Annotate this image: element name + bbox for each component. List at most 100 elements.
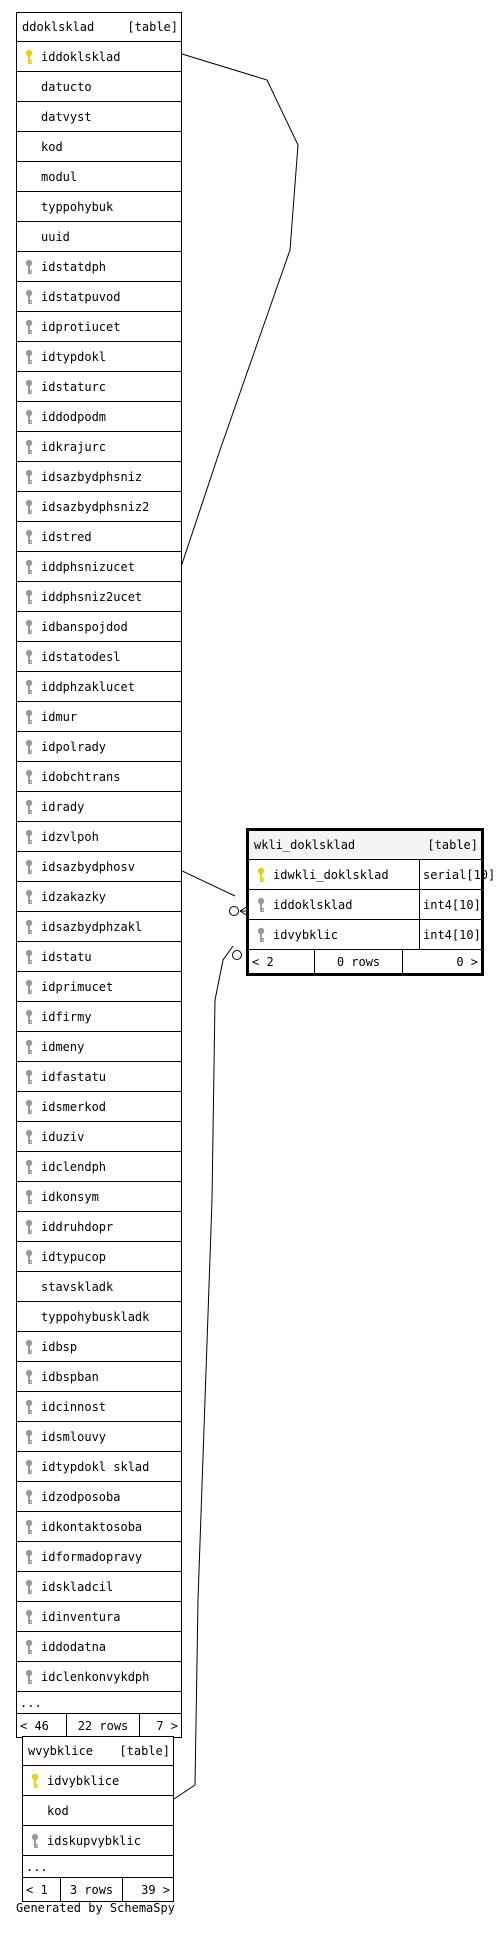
foreign-key-icon xyxy=(17,1542,41,1571)
column-row[interactable]: idsazbydphsniz xyxy=(17,462,181,492)
table-header[interactable]: wvybklice [table] xyxy=(23,1737,173,1766)
foreign-key-icon xyxy=(17,1182,41,1211)
column-row[interactable]: uuid xyxy=(17,222,181,252)
column-spacer xyxy=(17,222,41,251)
column-row[interactable]: idclenkonvykdph xyxy=(17,1662,181,1692)
foreign-key-icon xyxy=(17,672,41,701)
foreign-key-icon xyxy=(17,492,41,521)
table-footer: < 46 22 rows 7 > xyxy=(17,1714,181,1737)
column-name: idfastatu xyxy=(41,1069,107,1084)
column-row[interactable]: idclendph xyxy=(17,1152,181,1182)
children-count[interactable]: 0 > xyxy=(456,954,478,969)
column-row[interactable]: idinventura xyxy=(17,1602,181,1632)
column-row[interactable]: idtypdokl xyxy=(17,342,181,372)
column-row[interactable]: idbspban xyxy=(17,1362,181,1392)
foreign-key-icon xyxy=(17,1452,41,1481)
column-name: idfirmy xyxy=(41,1009,92,1024)
column-row[interactable]: iddphzaklucet xyxy=(17,672,181,702)
parents-count[interactable]: < 2 xyxy=(249,950,315,973)
column-row[interactable]: idstatu xyxy=(17,942,181,972)
foreign-key-icon xyxy=(17,282,41,311)
column-row[interactable]: idkontaktosoba xyxy=(17,1512,181,1542)
column-row[interactable]: idsazbydphzakl xyxy=(17,912,181,942)
column-row[interactable]: idprimucet xyxy=(17,972,181,1002)
column-row[interactable]: idtypucop xyxy=(17,1242,181,1272)
column-row[interactable]: datucto xyxy=(17,72,181,102)
table-header[interactable]: wkli_doklsklad [table] xyxy=(249,831,481,860)
column-row[interactable]: iddphsniz2ucet xyxy=(17,582,181,612)
column-row[interactable]: idmeny xyxy=(17,1032,181,1062)
foreign-key-icon xyxy=(17,792,41,821)
column-row[interactable]: kod xyxy=(23,1796,173,1826)
column-row[interactable]: iddoklsklad xyxy=(17,42,181,72)
column-row[interactable]: idkrajurc xyxy=(17,432,181,462)
column-row[interactable]: iduziv xyxy=(17,1122,181,1152)
foreign-key-icon xyxy=(17,1152,41,1181)
column-row[interactable]: idmur xyxy=(17,702,181,732)
column-row[interactable]: idobchtrans xyxy=(17,762,181,792)
column-row[interactable]: idsmlouvy xyxy=(17,1422,181,1452)
column-row[interactable]: idzakazky xyxy=(17,882,181,912)
column-name: typpohybuskladk xyxy=(41,1309,150,1324)
column-name: idclendph xyxy=(41,1159,107,1174)
column-row[interactable]: idzvlpoh xyxy=(17,822,181,852)
table-header[interactable]: ddoklsklad [table] xyxy=(17,13,181,42)
column-row[interactable]: idtypdokl sklad xyxy=(17,1452,181,1482)
column-row[interactable]: idstaturc xyxy=(17,372,181,402)
column-name: idsazbydphsniz xyxy=(41,469,143,484)
column-row[interactable]: idprotiucet xyxy=(17,312,181,342)
column-name: idkonsym xyxy=(41,1189,99,1204)
foreign-key-icon xyxy=(17,252,41,281)
column-row[interactable]: idskladcil xyxy=(17,1572,181,1602)
column-row[interactable]: idstatodesl xyxy=(17,642,181,672)
column-row[interactable]: idstred xyxy=(17,522,181,552)
column-row[interactable]: idsazbydphsniz2 xyxy=(17,492,181,522)
column-row[interactable]: iddodpodm xyxy=(17,402,181,432)
column-name: modul xyxy=(41,169,78,184)
column-row[interactable]: idvybklice xyxy=(23,1766,173,1796)
column-name: idsmlouvy xyxy=(41,1429,107,1444)
parents-count[interactable]: < 1 xyxy=(23,1878,61,1901)
column-row[interactable]: typpohybuk xyxy=(17,192,181,222)
column-row[interactable]: typpohybuskladk xyxy=(17,1302,181,1332)
column-name: idobchtrans xyxy=(41,769,121,784)
column-row[interactable]: idstatdph xyxy=(17,252,181,282)
column-row[interactable]: iddodatna xyxy=(17,1632,181,1662)
column-row[interactable]: idformadopravy xyxy=(17,1542,181,1572)
column-row[interactable]: idrady xyxy=(17,792,181,822)
column-row[interactable]: idsazbydphosv xyxy=(17,852,181,882)
column-name: iddphzaklucet xyxy=(41,679,135,694)
column-row[interactable]: iddruhdopr xyxy=(17,1212,181,1242)
column-row[interactable]: idkonsym xyxy=(17,1182,181,1212)
column-row[interactable]: idsmerkod xyxy=(17,1092,181,1122)
foreign-key-icon xyxy=(17,1092,41,1121)
column-name: iddodatna xyxy=(41,1639,107,1654)
children-count[interactable]: 7 > xyxy=(156,1718,178,1733)
column-row[interactable]: idcinnost xyxy=(17,1392,181,1422)
parents-count[interactable]: < 46 xyxy=(17,1714,67,1737)
column-row[interactable]: modul xyxy=(17,162,181,192)
column-row[interactable]: datvyst xyxy=(17,102,181,132)
row-count: 3 rows xyxy=(61,1878,123,1901)
column-row[interactable]: idzodposoba xyxy=(17,1482,181,1512)
column-row[interactable]: idstatpuvod xyxy=(17,282,181,312)
column-row[interactable]: idbanspojdod xyxy=(17,612,181,642)
column-row[interactable]: kod xyxy=(17,132,181,162)
column-row[interactable]: iddphsnizucet xyxy=(17,552,181,582)
column-name: iddphsnizucet xyxy=(41,559,135,574)
column-row[interactable]: stavskladk xyxy=(17,1272,181,1302)
column-row[interactable]: idfirmy xyxy=(17,1002,181,1032)
column-row[interactable]: idpolrady xyxy=(17,732,181,762)
column-row[interactable]: idskupvybklic xyxy=(23,1826,173,1856)
column-row[interactable]: idfastatu xyxy=(17,1062,181,1092)
column-row[interactable]: idbsp xyxy=(17,1332,181,1362)
children-count[interactable]: 39 > xyxy=(141,1882,170,1897)
column-name: idzvlpoh xyxy=(41,829,99,844)
